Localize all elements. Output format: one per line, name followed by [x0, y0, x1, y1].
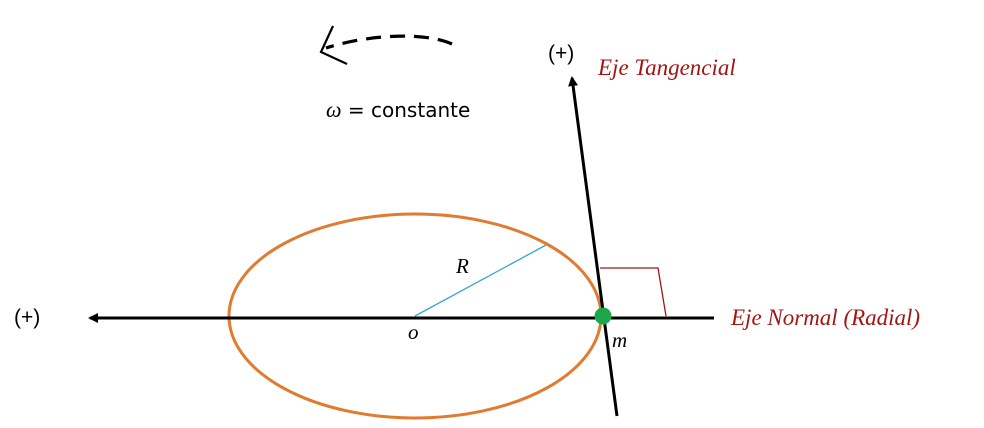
tangential-axis-label: Eje Tangencial	[598, 55, 736, 80]
center-label: o	[408, 320, 419, 344]
normal-positive-label: (+)	[14, 306, 41, 329]
radius-label: R	[456, 254, 469, 278]
rotation-arrowhead	[319, 25, 348, 65]
angular-velocity-label: ω = constante	[326, 99, 470, 121]
mass-label: m	[612, 328, 628, 352]
omega-symbol: ω	[326, 97, 342, 122]
tangential-axis-line	[568, 76, 619, 417]
tangential-positive-label: (+)	[548, 42, 575, 65]
angular-velocity-text: = constante	[347, 98, 471, 122]
normal-axis-label: Eje Normal (Radial)	[731, 305, 921, 330]
right-angle-marker	[600, 267, 667, 317]
mass-point	[594, 307, 612, 325]
radius-line	[414, 244, 547, 317]
rotation-arc	[325, 34, 453, 50]
rotation-arrow-icon	[319, 25, 453, 65]
